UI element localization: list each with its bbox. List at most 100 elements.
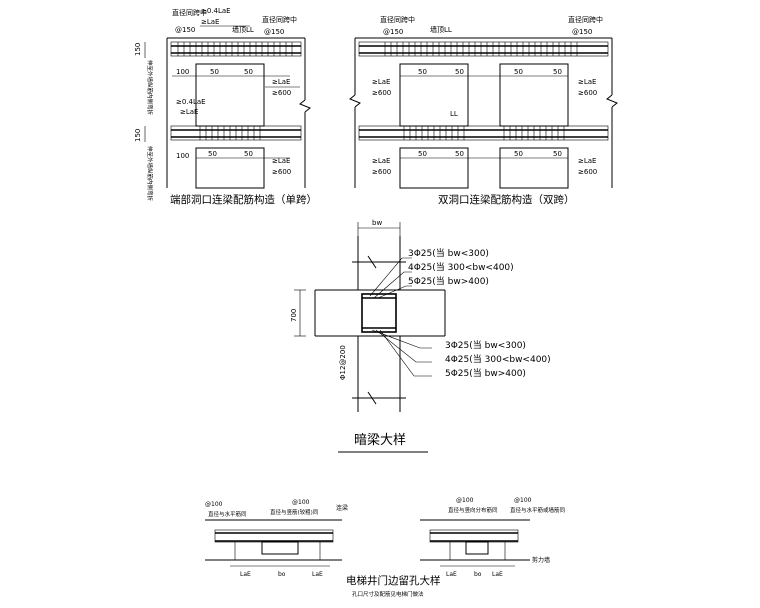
fig2-caption: 双洞口连梁配筋构造（双跨） — [438, 193, 575, 206]
fig4-left-at1: @100 — [205, 501, 223, 508]
fig4-subcaption: 孔口尺寸及配筋见电梯门做法 — [352, 590, 424, 598]
fig1-lae-top2-label: ≥LaE — [201, 18, 219, 26]
fig2-600-r1: ≥600 — [578, 89, 597, 97]
fig4-elevator-opening-detail: @100 @100 直径与水平筋同 直径与竖筋(较粗)同 连梁 LaE bo L… — [205, 497, 566, 598]
fig4-left-lae2: LaE — [312, 571, 323, 578]
fig3-bw-label: bw — [372, 219, 382, 227]
fig1-lae-r2: ≥LaE — [272, 157, 290, 165]
fig3-leader-bot2 — [375, 329, 432, 363]
fig4-right-at2: @100 — [514, 497, 532, 504]
fig1-top-ll-label: 墙顶LL — [232, 25, 254, 34]
fig3-leader-bot1 — [371, 329, 432, 349]
fig3-leader-top3 — [377, 285, 412, 299]
fig2-dia-mid2-label: 直径同跨中 — [568, 15, 603, 24]
fig2-d50g: 50 — [514, 150, 523, 158]
fig1-lae-mid-label: ≥0.4LaE — [176, 98, 206, 106]
fig4-left-at2: @100 — [292, 499, 310, 506]
fig3-bottom-bar-1: 3Φ25(当 bw<300) — [445, 339, 526, 351]
fig3-bottom-bar-3: 5Φ25(当 bw>400) — [445, 367, 526, 379]
fig2-d50b: 50 — [455, 68, 464, 76]
fig1-caption: 端部洞口连梁配筋构造（单跨） — [170, 193, 317, 206]
fig3-top-break — [352, 255, 406, 269]
fig3-bottom-bar-2: 4Φ25(当 300<bw<400) — [445, 353, 551, 365]
fig1-opening — [195, 63, 265, 127]
fig1-d50d: 50 — [244, 150, 253, 158]
fig1-spacing-label: @150 — [175, 26, 195, 34]
fig2-top-ll-label: 墙顶LL — [430, 25, 452, 34]
fig2-600-l1: ≥600 — [372, 89, 391, 97]
fig1-mid-stirrups — [199, 126, 261, 140]
fig4-left-opening — [261, 541, 299, 555]
fig2-lae-r1: ≥LaE — [578, 78, 596, 86]
fig2-mid-stirrups — [403, 126, 565, 140]
fig2-d50d: 50 — [553, 68, 562, 76]
fig3-stirrup-label: Φ12@200 — [339, 345, 347, 380]
fig3-leader-top1 — [369, 257, 412, 297]
fig4-right-lae2: LaE — [492, 571, 503, 578]
fig2-top-beam — [358, 41, 609, 57]
fig2-600-l2: ≥600 — [372, 168, 391, 176]
fig3-stirrup — [361, 293, 397, 333]
fig2-d50e: 50 — [418, 150, 427, 158]
fig2-middle-beam — [358, 125, 609, 141]
fig1-lower-opening — [195, 147, 265, 189]
fig2-d50h: 50 — [553, 150, 562, 158]
fig4-left-bo: bo — [278, 571, 286, 578]
fig2-d50a: 50 — [418, 68, 427, 76]
fig2-600-r2: ≥600 — [578, 168, 597, 176]
fig4-left-note1: 直径与水平筋同 — [208, 510, 247, 518]
fig4-right-lae1: LaE — [446, 571, 457, 578]
fig4-caption: 电梯井门边留孔大样 — [346, 574, 441, 587]
fig1-lae-r1: ≥LaE — [272, 78, 290, 86]
fig1-d150b: 150 — [134, 129, 142, 142]
fig2-lae-r2: ≥LaE — [578, 157, 596, 165]
fig1-d50c: 50 — [208, 150, 217, 158]
fig3-leader-top2 — [373, 271, 412, 299]
fig1-dia-mid2-label: 直径同跨中 — [262, 15, 297, 24]
fig2-d50c: 50 — [514, 68, 523, 76]
fig3-top-bar-2: 4Φ25(当 300<bw<400) — [408, 261, 514, 273]
fig4-right-note2: 直径与水平筋或墙筋同 — [510, 506, 566, 514]
fig1-dia-mid-label: 直径同跨中 — [172, 8, 207, 17]
fig4-right-opening — [465, 541, 489, 555]
fig1-d50b: 50 — [244, 68, 253, 76]
fig1-break-mark — [299, 99, 311, 113]
fig4-right-wall: 剪力墙 — [532, 556, 550, 564]
fig4-left-lae1: LaE — [240, 571, 251, 578]
fig1-d100b: 100 — [176, 152, 189, 160]
fig3-bottom-break — [352, 391, 406, 405]
fig3-hidden-beam-detail: bw 700 Φ12@200 3Φ25(当 bw<300) 4Φ25(当 300… — [290, 219, 551, 453]
fig1-lae-mid2-label: ≥LaE — [180, 108, 198, 116]
fig1-top-stirrups — [177, 42, 293, 56]
fig2-d50f: 50 — [455, 150, 464, 158]
fig2-top-stirrups — [384, 42, 578, 56]
fig3-leader-bot3 — [379, 329, 432, 377]
fig2-dia-mid-label: 直径同跨中 — [380, 15, 415, 24]
fig3-caption: 暗梁大样 — [354, 433, 406, 448]
fig1-top-beam — [170, 41, 302, 57]
fig1-d100a: 100 — [176, 68, 189, 76]
fig1-side-note1: 伸至外墙纵筋内侧弯折 — [146, 60, 154, 116]
fig1-d150a: 150 — [134, 43, 142, 56]
fig4-right-at1: @100 — [456, 497, 474, 504]
fig2-left-break — [349, 94, 361, 108]
fig2-double-span-detail: 直径同跨中 @150 墙顶LL 直径同跨中 @150 LL 50 50 50 5… — [349, 15, 618, 206]
fig1-side-note2: 伸至外墙纵筋内侧弯折 — [146, 146, 154, 202]
fig4-right-note1: 直径与竖向分布筋同 — [448, 506, 498, 514]
fig1-single-span-detail: 直径同跨中 @150 ≥0.4LaE ≥LaE 墙顶LL 直径同跨中 @150 … — [134, 7, 317, 206]
fig1-600-r2: ≥600 — [272, 168, 291, 176]
fig2-lower-opening-left — [399, 147, 469, 189]
fig3-top-bar-1: 3Φ25(当 bw<300) — [408, 247, 489, 259]
fig2-lae-l2: ≥LaE — [372, 157, 390, 165]
fig2-middle-ll-label: LL — [450, 110, 458, 118]
fig1-lae-top-label: ≥0.4LaE — [201, 7, 231, 15]
fig2-spacing-label: @150 — [383, 28, 403, 36]
fig2-spacing2-label: @150 — [572, 28, 592, 36]
fig3-top-bar-3: 5Φ25(当 bw>400) — [408, 275, 489, 287]
fig1-600-r1: ≥600 — [272, 89, 291, 97]
fig1-spacing2-label: @150 — [264, 28, 284, 36]
fig4-right-bo: bo — [474, 571, 482, 578]
fig1-d50a: 50 — [210, 68, 219, 76]
fig4-left-note2: 直径与竖筋(较粗)同 — [270, 508, 319, 516]
